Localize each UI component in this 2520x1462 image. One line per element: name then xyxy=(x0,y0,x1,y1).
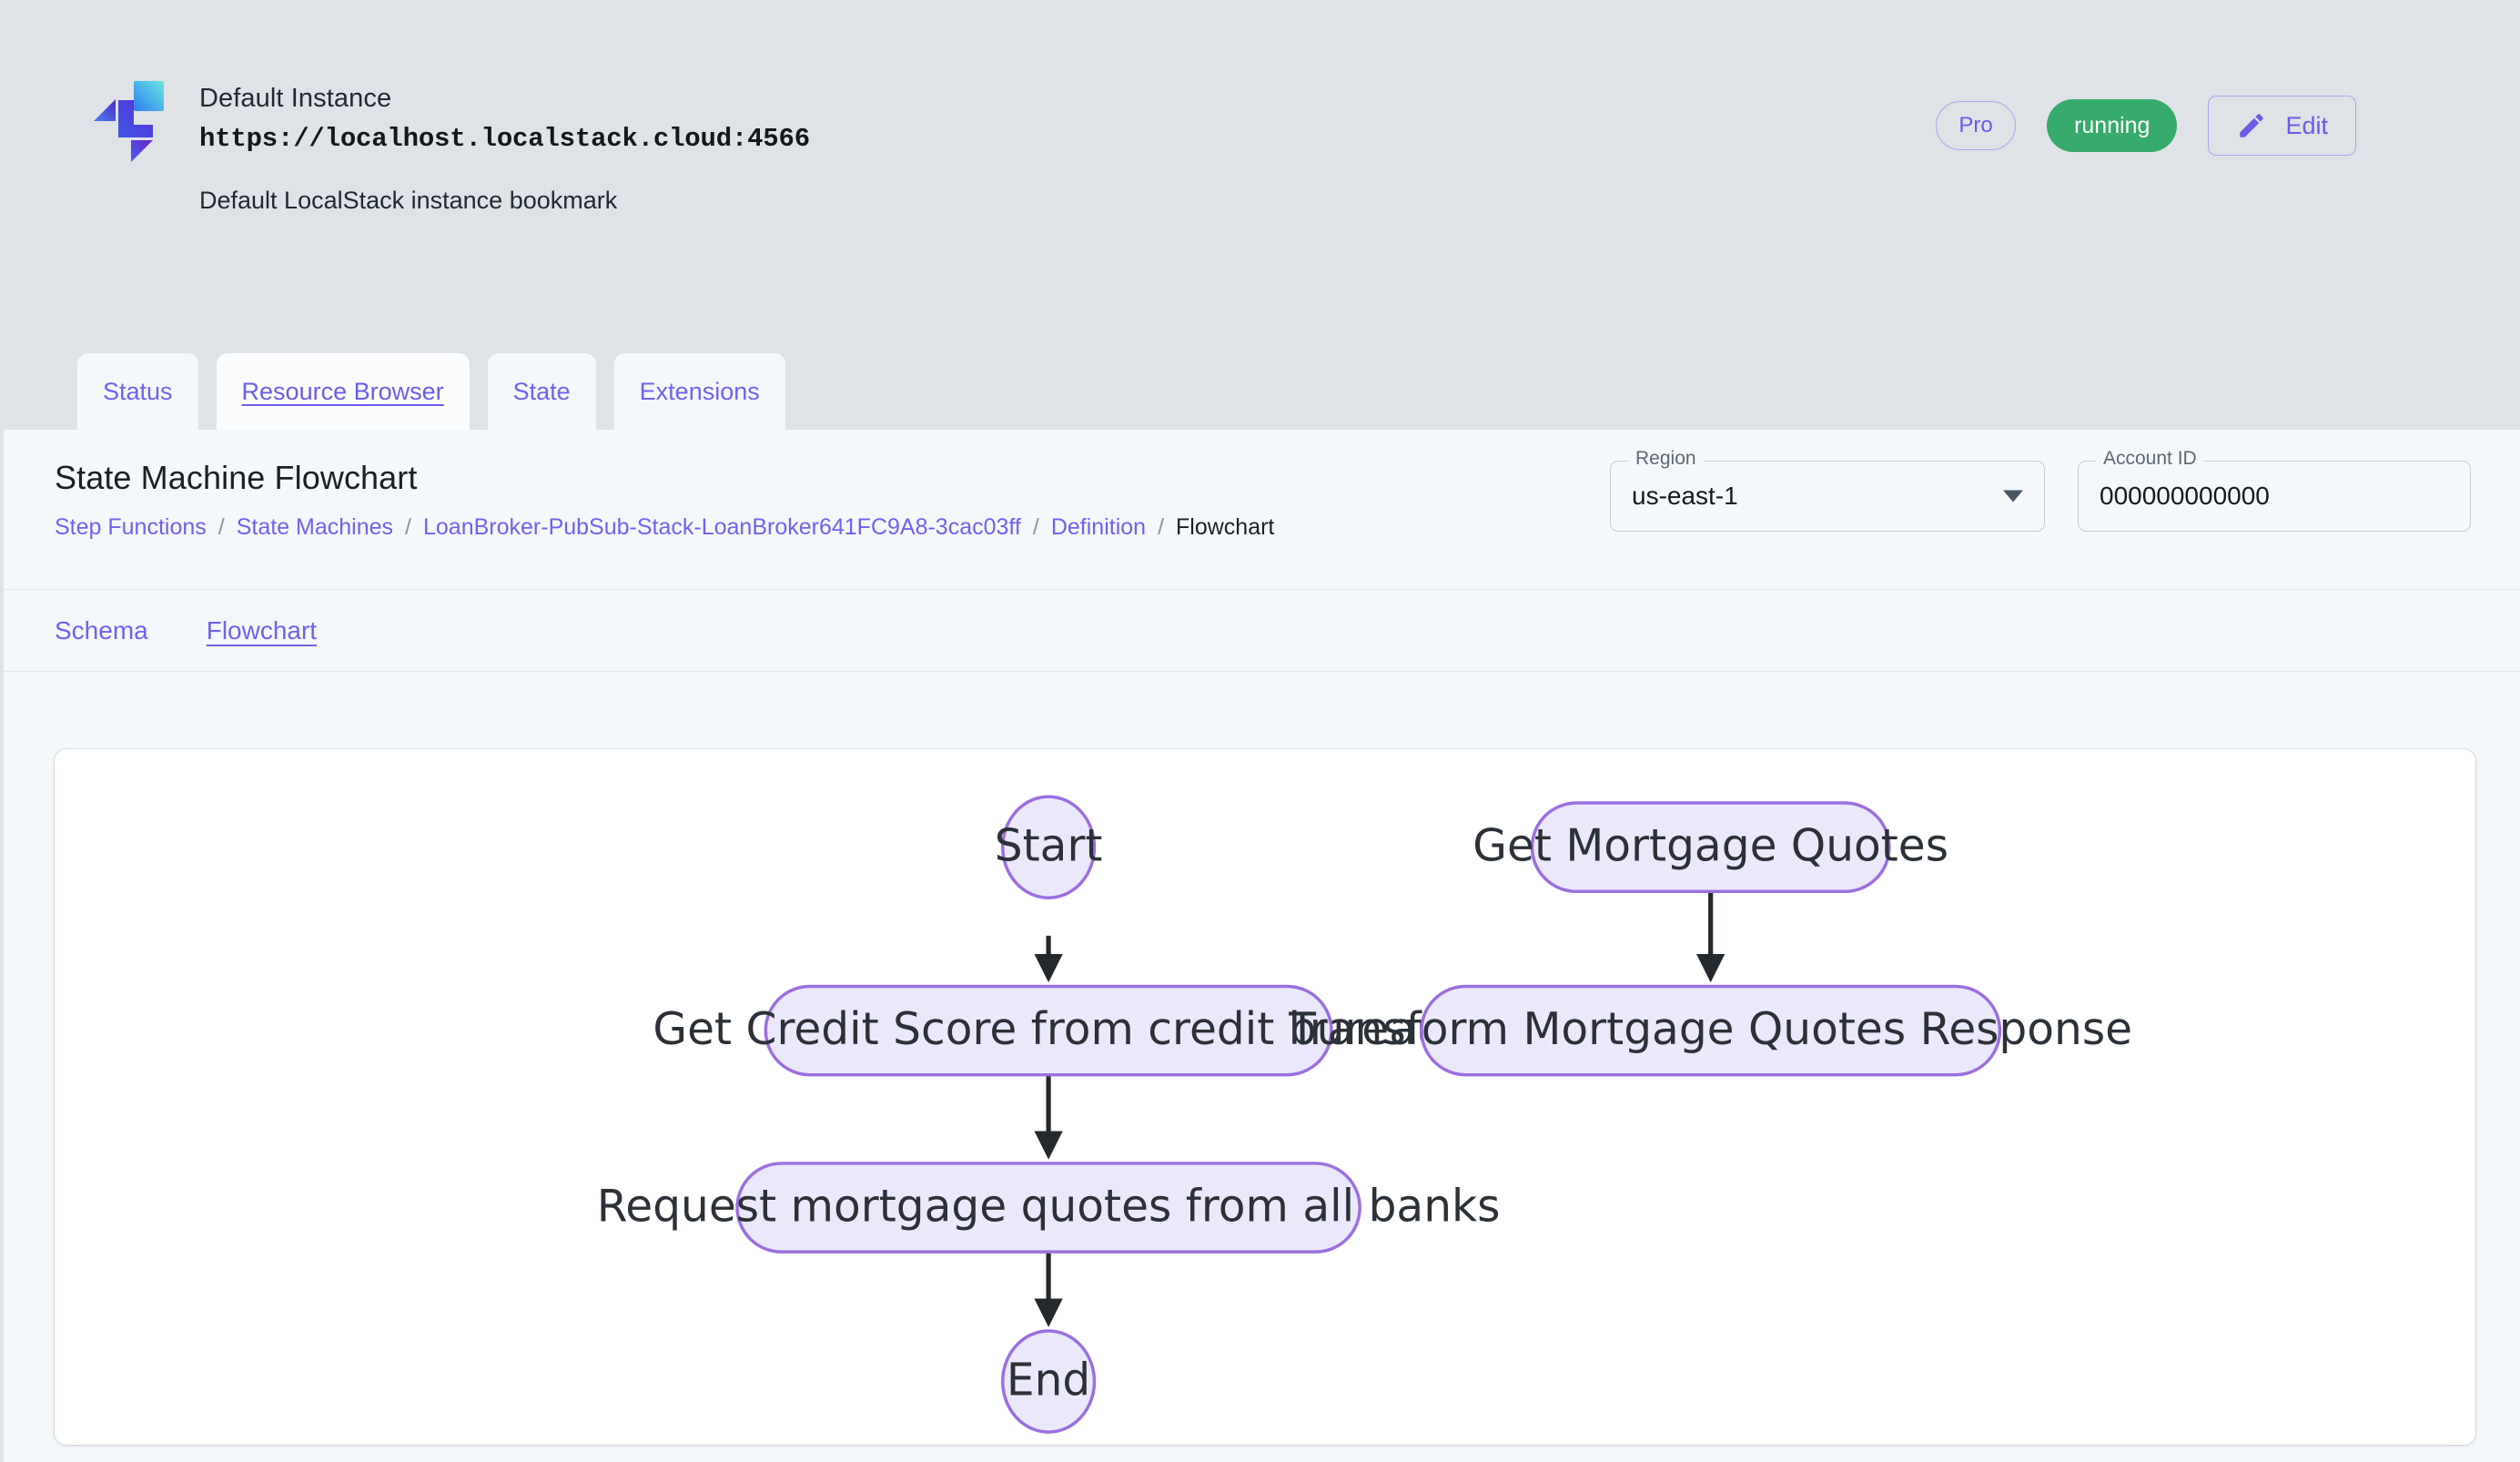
breadcrumb-separator: / xyxy=(405,514,411,540)
tab-extensions-label: Extensions xyxy=(639,377,760,405)
tab-resource-browser[interactable]: Resource Browser xyxy=(216,353,470,430)
sub-tab-bar: Schema Flowchart xyxy=(4,590,2520,672)
edit-button[interactable]: Edit xyxy=(2208,96,2356,156)
pencil-icon xyxy=(2236,110,2267,141)
flow-edges xyxy=(1034,891,1726,1327)
tab-status[interactable]: Status xyxy=(77,353,198,430)
content-panel: State Machine Flowchart Step Functions /… xyxy=(4,430,2520,1462)
breadcrumb-item-state-machine-name[interactable]: LoanBroker-PubSub-Stack-LoanBroker641FC9… xyxy=(423,514,1021,540)
region-select[interactable]: Region us-east-1 xyxy=(1610,448,2045,532)
breadcrumb-separator: / xyxy=(1158,514,1165,540)
pro-badge[interactable]: Pro xyxy=(1936,101,2017,150)
breadcrumb: Step Functions / State Machines / LoanBr… xyxy=(55,514,1274,541)
instance-name: Default Instance xyxy=(199,84,392,113)
status-badge[interactable]: running xyxy=(2047,99,2178,152)
breadcrumb-separator: / xyxy=(218,514,225,540)
scope-selectors: Region us-east-1 Account ID 000000000000 xyxy=(1610,448,2471,532)
sub-tab-flowchart[interactable]: Flowchart xyxy=(206,615,318,645)
breadcrumb-item-step-functions[interactable]: Step Functions xyxy=(55,514,207,540)
flow-node-transform-response-label: Transform Mortgage Quotes Response xyxy=(1288,1004,2132,1055)
account-id-label: Account ID xyxy=(2096,448,2204,470)
breadcrumb-separator: / xyxy=(1032,514,1039,540)
flowchart-card: Start Get Credit Score from credit burea… xyxy=(55,749,2475,1445)
edit-button-label: Edit xyxy=(2285,111,2328,139)
instance-url: https://localhost.localstack.cloud:4566 xyxy=(199,123,810,154)
region-select-outline xyxy=(1610,461,2045,532)
app-header: Default Instance https://localhost.local… xyxy=(0,0,2520,430)
tab-state[interactable]: State xyxy=(487,353,596,430)
instance-summary: Default Instance https://localhost.local… xyxy=(86,75,810,215)
region-select-value: us-east-1 xyxy=(1632,482,1738,510)
flow-node-end[interactable]: End xyxy=(1001,1329,1097,1434)
instance-description: Default LocalStack instance bookmark xyxy=(199,186,618,214)
state-machine-flowchart: Start Get Credit Score from credit burea… xyxy=(597,795,2132,1434)
sub-tab-schema[interactable]: Schema xyxy=(55,615,148,645)
flow-node-end-label: End xyxy=(1007,1355,1090,1406)
tab-extensions[interactable]: Extensions xyxy=(613,353,785,430)
flow-node-get-credit-score-label: Get Credit Score from credit bureau xyxy=(653,1004,1443,1055)
tab-status-label: Status xyxy=(103,377,173,405)
breadcrumb-item-flowchart: Flowchart xyxy=(1176,514,1275,540)
page-title: State Machine Flowchart xyxy=(55,459,418,496)
account-id-value: 000000000000 xyxy=(2100,482,2270,510)
breadcrumb-item-state-machines[interactable]: State Machines xyxy=(236,514,394,540)
tab-resource-browser-label: Resource Browser xyxy=(241,377,444,405)
chevron-down-icon[interactable] xyxy=(2003,490,2023,503)
flow-node-get-credit-score[interactable]: Get Credit Score from credit bureau xyxy=(653,984,1444,1077)
breadcrumb-item-definition[interactable]: Definition xyxy=(1050,514,1147,540)
flow-node-get-mortgage-quotes-label: Get Mortgage Quotes xyxy=(1473,820,1948,871)
flow-node-request-quotes-label: Request mortgage quotes from all banks xyxy=(597,1181,1501,1232)
region-select-label: Region xyxy=(1628,448,1704,470)
header-actions: Pro running Edit xyxy=(1936,96,2356,156)
page-header: State Machine Flowchart Step Functions /… xyxy=(4,430,2520,590)
flow-node-start-label: Start xyxy=(995,820,1103,871)
localstack-logo-icon xyxy=(86,75,170,162)
tab-state-label: State xyxy=(512,377,571,405)
main-tab-bar: Status Resource Browser State Extensions xyxy=(77,353,785,430)
flow-node-get-mortgage-quotes[interactable]: Get Mortgage Quotes xyxy=(1473,801,1948,894)
account-id-outline xyxy=(2078,461,2471,532)
flow-node-start[interactable]: Start xyxy=(995,795,1103,899)
account-id-field[interactable]: Account ID 000000000000 xyxy=(2078,448,2471,532)
flow-node-transform-response[interactable]: Transform Mortgage Quotes Response xyxy=(1288,984,2132,1077)
flow-node-request-quotes[interactable]: Request mortgage quotes from all banks xyxy=(597,1162,1501,1254)
